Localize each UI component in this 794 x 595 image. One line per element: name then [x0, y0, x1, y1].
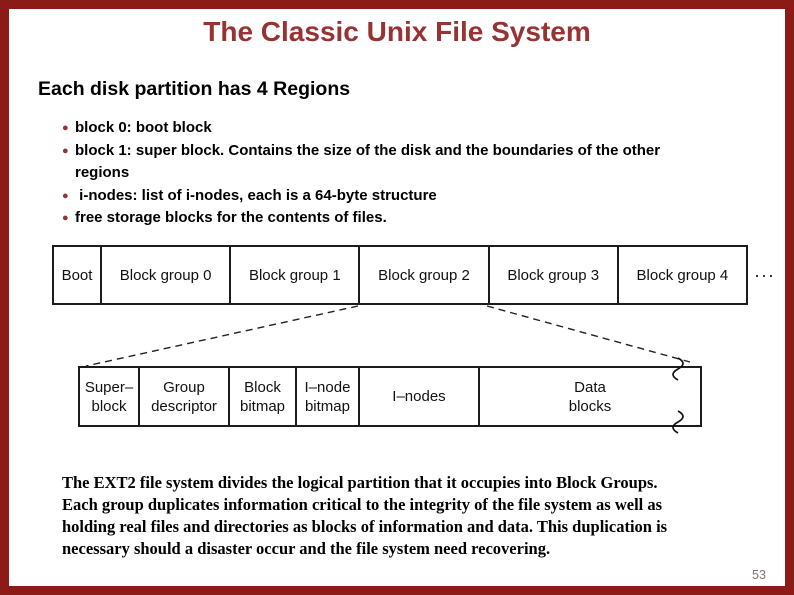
block-group-cell-super-block: Super– block: [80, 368, 140, 425]
partition-row: Boot Block group 0 Block group 1 Block g…: [52, 245, 748, 305]
bullet-icon: ●: [62, 189, 69, 202]
block-group-cell-inodes: I–nodes: [360, 368, 480, 425]
bullet-icon: ●: [62, 122, 69, 134]
block-group-cell-group-descriptor: Group descriptor: [140, 368, 230, 425]
partition-cell-block-group-1: Block group 1: [231, 247, 361, 303]
partition-cell-block-group-4: Block group 4: [636, 266, 729, 284]
partition-cell-boot: Boot: [54, 247, 102, 303]
bullet-text: i-nodes: list of i-nodes, each is a 64-b…: [75, 186, 437, 204]
partition-row-ellipsis: ···: [754, 264, 775, 285]
bullet-item: ● free storage blocks for the contents o…: [62, 207, 762, 230]
break-mark-top: [672, 357, 684, 381]
slide-title: The Classic Unix File System: [203, 16, 591, 47]
block-group-cell-block-bitmap: Block bitmap: [230, 368, 297, 425]
block-group-row: Super– block Group descriptor Block bitm…: [78, 366, 702, 427]
section-heading: Each disk partition has 4 Regions: [38, 78, 351, 100]
block-group-cell-inode-bitmap: I–node bitmap: [297, 368, 360, 425]
dashed-connector-right: [486, 305, 691, 363]
bullet-text: free storage blocks for the contents of …: [75, 209, 387, 226]
bullet-text: block 1: super block. Contains the size …: [75, 141, 661, 182]
break-mark-bottom: [672, 410, 684, 434]
bullet-item: ● block 1: super block. Contains the siz…: [62, 140, 762, 185]
bullet-icon: ●: [62, 144, 69, 157]
bullet-item: ● i-nodes: list of i-nodes, each is a 64…: [62, 185, 762, 208]
bullet-icon: ●: [62, 212, 69, 224]
connector-lines: [85, 305, 691, 434]
bullet-list: ● block 0: boot block ● block 1: super b…: [62, 117, 762, 230]
footer-paragraph: The EXT2 file system divides the logical…: [62, 473, 668, 558]
page-number: 53: [752, 568, 766, 582]
partition-cell-block-group-0: Block group 0: [102, 247, 232, 303]
bullet-item: ● block 0: boot block: [62, 117, 762, 140]
dashed-connector-left: [85, 305, 359, 367]
block-group-cell-data-blocks: Data blocks: [568, 378, 612, 415]
bullet-text: block 0: boot block: [75, 119, 212, 136]
partition-cell-block-group-3: Block group 3: [490, 247, 619, 303]
partition-cell-block-group-2: Block group 2: [360, 247, 490, 303]
